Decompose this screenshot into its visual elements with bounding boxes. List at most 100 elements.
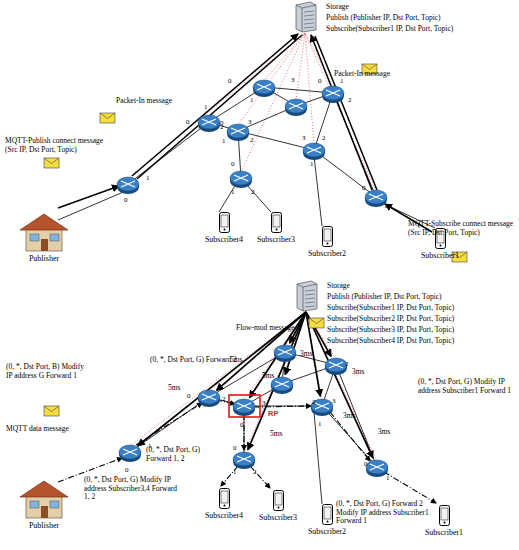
host-label: Publisher [29,521,59,530]
host-label: Subscriber4 [205,235,243,244]
phone-screen [273,215,280,227]
phone-button [326,521,328,523]
server-slot [304,19,314,20]
phone-body [219,213,229,233]
router-icon [366,460,388,477]
port-number: 3 [262,399,266,408]
server-slot [305,302,315,303]
phone-icon [273,490,284,511]
port-number: 0 [240,421,244,430]
annotation-text: (0, *, Dst Port, G) Modify IP address Su… [84,476,184,502]
server-case [297,281,317,311]
port-number: 0 [124,196,128,205]
rendezvous-box [229,395,260,417]
port-number: 0 [228,77,232,86]
router-icon [230,171,252,188]
server-slot [305,306,315,307]
storage-entry: Storage [326,1,453,12]
port-number: 1 [340,77,344,86]
annotation-text: MQTT data message [6,425,69,434]
port-number: 1 [285,368,289,377]
port-number: 0 [362,184,366,193]
annotation-text: RP [268,410,278,419]
house-window [50,501,59,508]
port-number: 1 [233,468,237,477]
house-icon [18,212,70,252]
router-top [303,143,325,157]
host-label: Subscriber3 [257,235,295,244]
network-link [244,406,322,407]
host-label: Subscriber2 [308,527,346,536]
router-icon [325,358,347,375]
phone-screen [324,229,331,241]
control-link [305,33,314,144]
router-arrows [202,119,216,125]
router-top [365,190,387,204]
annotation-text: (0, *, Dst Port, G) Forward 1, 2 [146,446,216,463]
access-link [314,156,322,226]
port-number: 2 [345,360,349,369]
annotation-text: 3ms [378,428,391,437]
host-label: Subscriber4 [205,511,243,520]
storage-entry: Subscribe(Subscriber1 IP, Dst Port, Topi… [326,23,453,34]
data-path-arrow [243,414,244,450]
annotation-text: Packet-In message [116,97,172,106]
network-link [314,150,376,197]
message-envelope [309,318,324,328]
router-arrows [370,464,384,470]
phone-body [439,506,449,526]
annotation-text: 3ms [343,412,356,421]
router-arrows [329,362,343,368]
router-top [285,99,307,113]
port-number: 1 [386,474,390,483]
annotation-text: (0, *, Dst Port, G) Modify IP address Su… [418,378,513,395]
port-number: 1 [310,160,314,169]
server-slot [305,290,315,291]
router-icon [253,80,275,97]
phone-screen [221,215,228,227]
router-arrows [237,456,251,462]
envelope-flap [44,406,59,412]
subscriber-node: Subscriber2 [299,226,355,258]
router-arrows [307,147,321,153]
port-number: 1 [318,420,322,429]
network-link [322,406,377,467]
phone-screen [221,491,228,503]
router-top [198,115,220,129]
message-envelope [44,406,59,416]
port-number: 1 [148,442,152,451]
port-number: 2 [312,398,316,407]
phone-button [439,245,441,247]
annotation-text: (0, *, Dst Port, G) Forward 2 Modify IP … [336,500,436,526]
port-number: 3 [302,134,306,143]
annotation-text: 3ms [352,368,365,377]
host-label: Subscriber3 [259,513,297,522]
house-roof [20,481,68,497]
port-number: 1 [231,188,235,197]
port-number: 2 [251,188,255,197]
storage-entry: Subscribe(Subscriber2 IP, Dst Port, Topi… [327,313,454,324]
phone-screen [441,508,448,520]
router-top [325,358,347,372]
router-top [233,399,255,413]
annotation-text: 5ms [270,430,283,439]
storage-entry: Subscribe(Subscriber3 IP, Dst Port, Topi… [327,324,454,335]
server-icon [291,280,319,312]
phone-button [223,229,225,231]
storage-table: StoragePublish (Publisher IP, Dst Port, … [326,1,453,34]
server-slot [305,298,315,299]
router-icon [285,99,307,116]
router-icon [227,124,249,141]
router-top [253,80,275,94]
server-case [296,2,316,32]
router-icon [198,115,220,132]
port-number: 3 [248,118,252,127]
house-door [41,239,48,251]
server-icon [290,1,318,33]
port-number: 0 [220,119,224,128]
phone-button [277,507,279,509]
annotation-text: 5ms [230,356,243,365]
annotation-text: (0, *, Dst Port, G) Forward 2 [150,356,237,365]
message-envelope [44,158,59,168]
router-top [233,452,255,466]
